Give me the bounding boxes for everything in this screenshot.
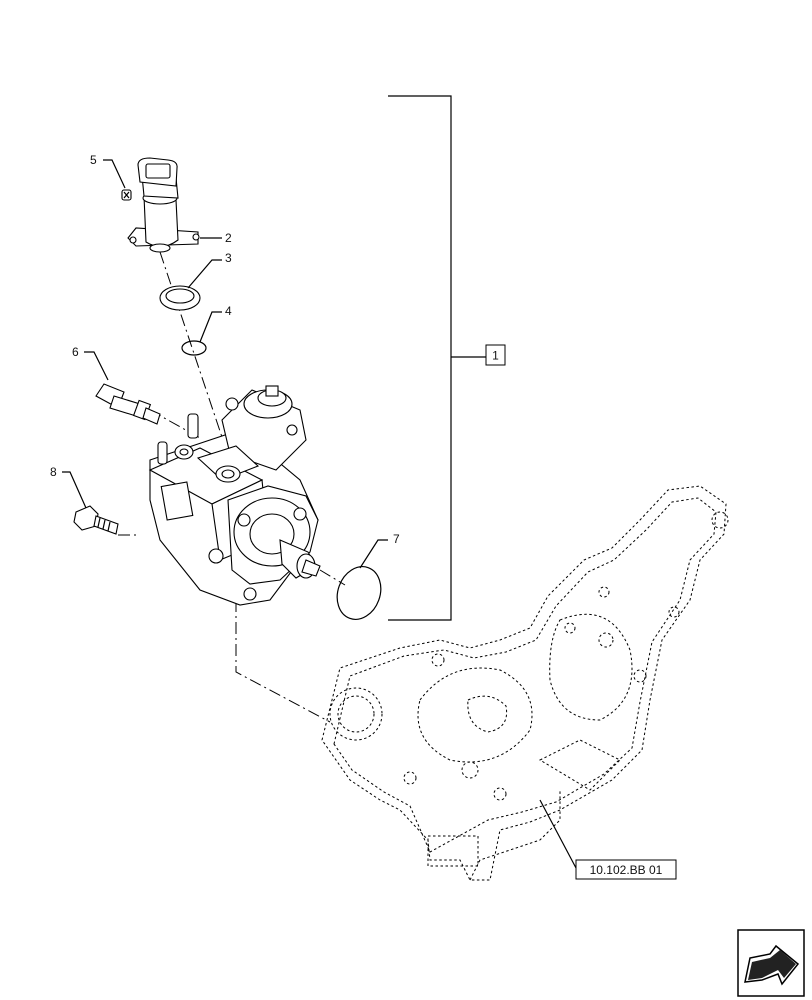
high-pressure-pump	[148, 385, 321, 606]
part-3-sealing-ring[interactable]	[159, 285, 201, 311]
callout-4[interactable]: 4	[225, 304, 232, 318]
callout-1[interactable]: 1	[485, 344, 506, 366]
reference-label: 10.102.BB 01	[590, 863, 663, 877]
callout-6[interactable]: 6	[72, 345, 79, 359]
callout-7[interactable]: 7	[393, 532, 400, 546]
callout-1-label: 1	[492, 349, 499, 363]
callout-2[interactable]: 2	[225, 231, 232, 245]
part-8-bolt[interactable]	[73, 505, 119, 535]
callout-3[interactable]: 3	[225, 251, 232, 265]
reference-link[interactable]: 10.102.BB 01	[575, 859, 677, 880]
part-6-sensor[interactable]	[95, 383, 161, 425]
part-4-o-ring[interactable]	[181, 340, 207, 356]
part-7-large-o-ring[interactable]	[330, 560, 388, 625]
next-page-arrow-icon[interactable]	[737, 929, 805, 997]
part-5-screw[interactable]	[121, 189, 132, 201]
assembly-bracket	[388, 95, 486, 621]
callout-5[interactable]: 5	[90, 153, 97, 167]
leader-lines	[62, 159, 577, 869]
engine-front-casing	[321, 485, 729, 881]
part-2-pressure-valve[interactable]	[127, 157, 200, 253]
callout-8[interactable]: 8	[50, 465, 57, 479]
